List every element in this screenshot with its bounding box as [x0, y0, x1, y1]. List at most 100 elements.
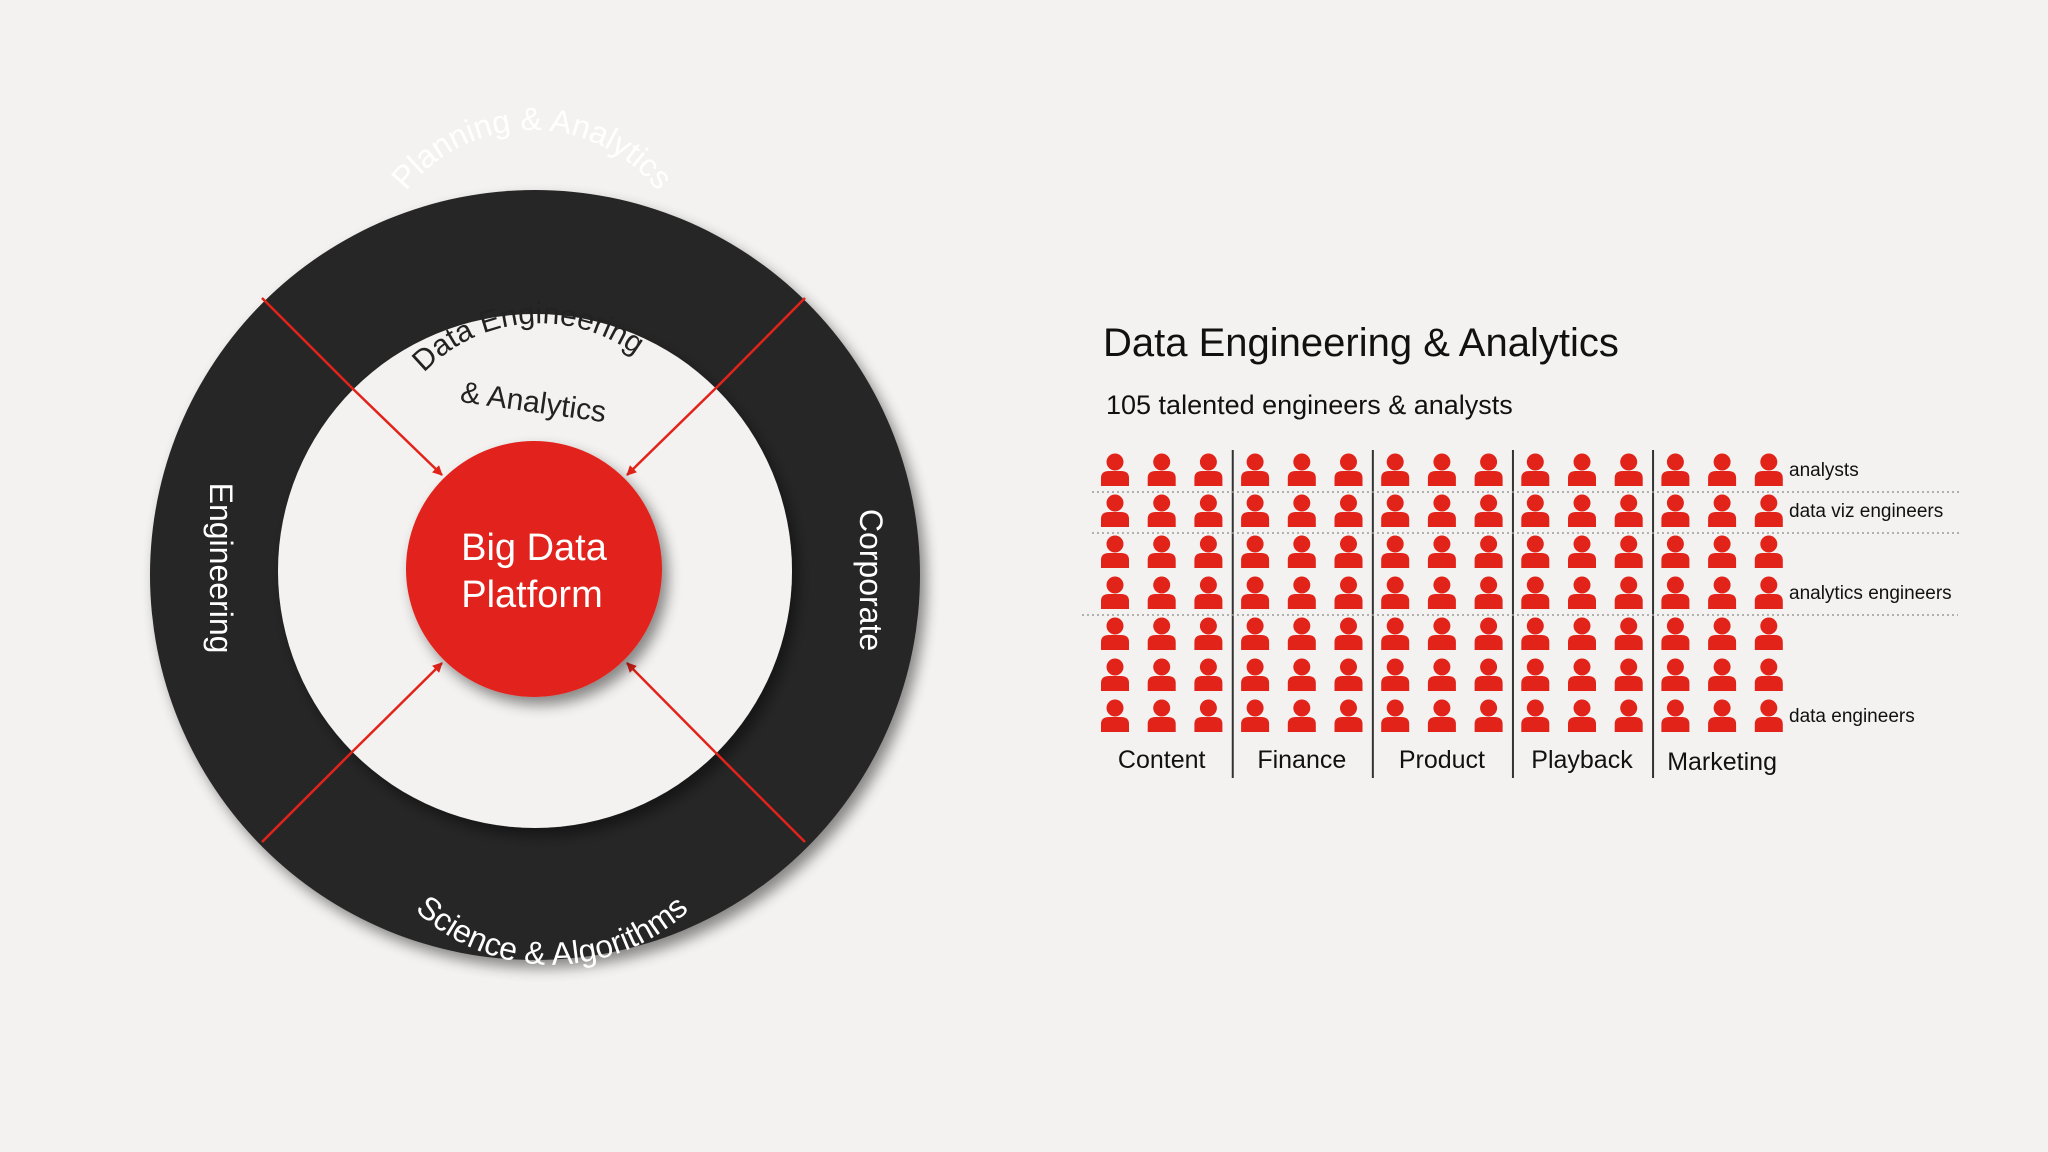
- group-label: Content: [1118, 746, 1206, 774]
- person-icon: [1474, 658, 1503, 691]
- person-icon: [1614, 494, 1643, 527]
- person-icon: [1334, 494, 1363, 527]
- person-icon: [1521, 617, 1550, 650]
- person-icon: [1754, 576, 1783, 609]
- person-icon: [1474, 617, 1503, 650]
- person-icon: [1661, 658, 1690, 691]
- person-icon: [1474, 494, 1503, 527]
- person-icon: [1194, 699, 1223, 732]
- person-icon: [1194, 494, 1223, 527]
- person-icon: [1381, 535, 1410, 568]
- person-icon: [1708, 453, 1737, 486]
- arrows-to-center: [349, 385, 719, 753]
- person-icon: [1101, 617, 1129, 650]
- person-icon: [1194, 535, 1223, 568]
- person-icon: [1708, 535, 1737, 568]
- person-icon: [1147, 699, 1176, 732]
- person-icon: [1614, 658, 1643, 691]
- arrow-bottom-left: [351, 662, 443, 753]
- panel-title: Data Engineering & Analytics: [1103, 321, 1619, 365]
- person-icon: [1521, 494, 1550, 527]
- person-icon: [1101, 576, 1129, 609]
- person-icon: [1147, 494, 1176, 527]
- person-icon: [1381, 699, 1410, 732]
- person-icon: [1614, 617, 1643, 650]
- role-label: data viz engineers: [1789, 501, 1943, 522]
- person-icon: [1614, 453, 1643, 486]
- person-icon: [1754, 453, 1783, 486]
- person-icon: [1241, 658, 1270, 691]
- arrow-top-left: [349, 385, 443, 476]
- person-icon: [1334, 576, 1363, 609]
- person-icon: [1568, 617, 1596, 650]
- person-icon: [1287, 453, 1316, 486]
- person-icon: [1521, 453, 1550, 486]
- person-icon: [1101, 453, 1129, 486]
- person-icon: [1614, 576, 1643, 609]
- arrow-top-right: [626, 385, 719, 476]
- person-icon: [1334, 699, 1363, 732]
- center-label-line1: Big Data: [461, 527, 608, 569]
- role-label: data engineers: [1789, 706, 1915, 727]
- person-icon: [1194, 617, 1223, 650]
- person-icon: [1521, 576, 1550, 609]
- person-icon: [1568, 453, 1596, 486]
- person-icon: [1381, 576, 1410, 609]
- person-icon: [1147, 617, 1176, 650]
- person-icon: [1334, 453, 1363, 486]
- person-icon: [1101, 535, 1129, 568]
- group-label: Finance: [1257, 746, 1346, 774]
- person-icon: [1147, 576, 1176, 609]
- person-icon: [1147, 453, 1176, 486]
- person-icon: [1427, 658, 1456, 691]
- person-icon: [1287, 658, 1316, 691]
- person-icon: [1568, 494, 1596, 527]
- person-icon: [1287, 576, 1316, 609]
- group-label: Product: [1399, 746, 1485, 774]
- person-icon: [1474, 453, 1503, 486]
- person-icon: [1474, 699, 1503, 732]
- person-icon: [1708, 576, 1737, 609]
- person-icon: [1708, 494, 1737, 527]
- person-icon: [1614, 699, 1643, 732]
- person-icon: [1287, 494, 1316, 527]
- person-icon: [1614, 535, 1643, 568]
- person-icon: [1661, 535, 1690, 568]
- person-icon: [1427, 453, 1456, 486]
- person-icon: [1147, 658, 1176, 691]
- person-icon: [1568, 699, 1596, 732]
- group-label: Marketing: [1667, 748, 1777, 776]
- person-icon: [1708, 658, 1737, 691]
- person-icon: [1754, 699, 1783, 732]
- person-icon: [1661, 576, 1690, 609]
- person-icon: [1521, 535, 1550, 568]
- person-icon: [1287, 617, 1316, 650]
- person-icon: [1101, 494, 1129, 527]
- person-icon: [1427, 494, 1456, 527]
- person-icon: [1334, 658, 1363, 691]
- person-icon: [1241, 576, 1270, 609]
- role-label: analysts: [1789, 460, 1859, 481]
- person-icon: [1194, 658, 1223, 691]
- panel-subtitle: 105 talented engineers & analysts: [1106, 390, 1513, 420]
- person-icon: [1334, 535, 1363, 568]
- center-platform-circle: [406, 441, 662, 697]
- person-icon: [1521, 658, 1550, 691]
- center-label-line2: Platform: [461, 574, 602, 616]
- person-icon: [1708, 617, 1737, 650]
- group-label: Playback: [1531, 746, 1633, 774]
- person-icon: [1381, 453, 1410, 486]
- person-icon: [1147, 535, 1176, 568]
- person-icon: [1101, 658, 1129, 691]
- person-icon: [1427, 535, 1456, 568]
- person-icon: [1427, 699, 1456, 732]
- person-icon: [1661, 699, 1690, 732]
- person-icon: [1101, 699, 1129, 732]
- person-icon: [1287, 699, 1316, 732]
- person-icon: [1241, 453, 1270, 486]
- person-icon: [1661, 453, 1690, 486]
- person-icon: [1521, 699, 1550, 732]
- person-icon: [1568, 658, 1596, 691]
- person-icon: [1754, 658, 1783, 691]
